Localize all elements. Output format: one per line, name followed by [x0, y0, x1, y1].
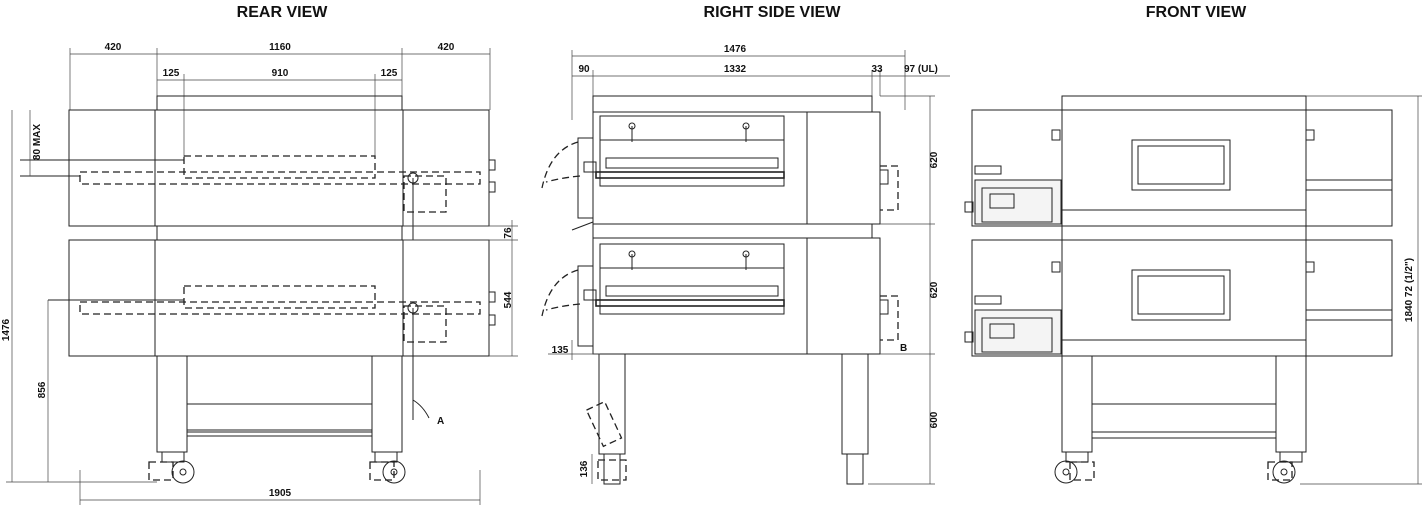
dim-rear-inset-left: 125 — [163, 68, 180, 79]
dim-rear-belt-height: 856 — [37, 381, 48, 398]
rear-view-drawing — [6, 48, 518, 505]
dim-rear-right-width: 420 — [438, 42, 455, 53]
dim-rear-top-max: 80 MAX — [32, 124, 43, 160]
side-view-dimensions: 1476 90 1332 33 97 (UL) 620 620 600 135 … — [552, 44, 940, 477]
dim-rear-center-width: 1160 — [269, 42, 291, 53]
dim-side-right: 33 — [871, 64, 883, 75]
dim-front-total-height: 1840 72 (1/2") — [1404, 258, 1415, 322]
dim-side-ul: 97 (UL) — [904, 64, 938, 75]
dim-side-wheel: 136 — [579, 460, 590, 477]
dim-rear-gap: 76 — [503, 227, 514, 239]
dim-rear-left-width: 420 — [105, 42, 122, 53]
front-view-title: FRONT VIEW — [1145, 4, 1247, 21]
dim-rear-oven-height: 544 — [503, 291, 514, 308]
label-a: A — [437, 416, 444, 427]
front-view-dimensions: 1840 72 (1/2") — [1404, 258, 1415, 322]
dim-side-left: 90 — [578, 64, 590, 75]
side-view-drawing — [541, 50, 950, 485]
dim-side-total-width: 1476 — [724, 44, 747, 55]
dim-side-upper: 620 — [929, 151, 940, 168]
dim-side-leg: 600 — [929, 411, 940, 428]
rear-view-dimensions: 420 1160 420 125 910 125 80 MAX 1476 856… — [1, 42, 514, 499]
front-view-drawing — [964, 95, 1422, 485]
dim-rear-inset-center: 910 — [272, 68, 289, 79]
dim-rear-total-height: 1476 — [1, 318, 12, 341]
dim-rear-inset-right: 125 — [381, 68, 398, 79]
rear-view-title: REAR VIEW — [236, 4, 328, 21]
dim-side-middle: 1332 — [724, 64, 747, 75]
label-b: B — [900, 343, 907, 354]
right-side-view-title: RIGHT SIDE VIEW — [703, 4, 841, 21]
dim-rear-base-width: 1905 — [269, 488, 292, 499]
dim-side-lower: 620 — [929, 281, 940, 298]
dim-side-135: 135 — [552, 345, 569, 356]
